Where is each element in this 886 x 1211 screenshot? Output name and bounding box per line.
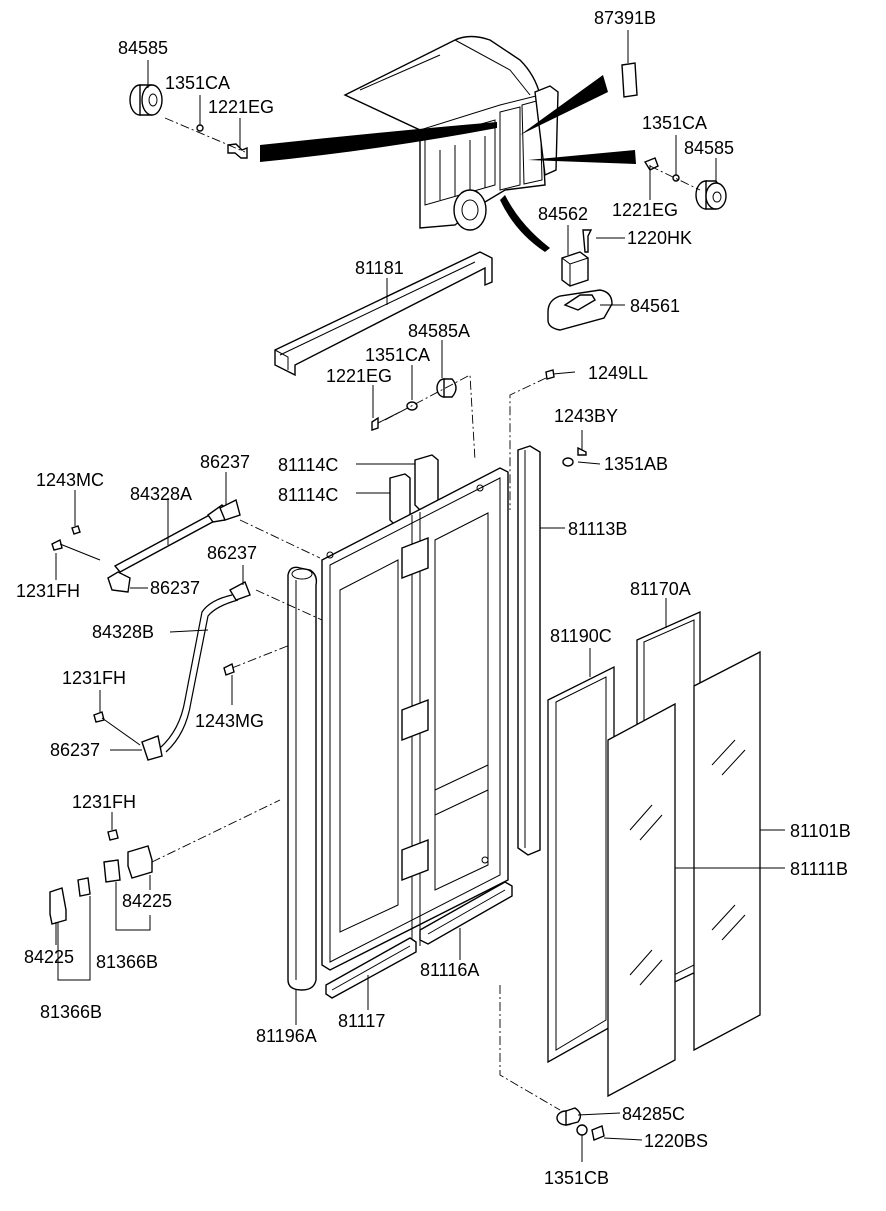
label-81114c-b: 81114C bbox=[278, 485, 338, 505]
label-81181: 81181 bbox=[355, 258, 404, 278]
label-84585a: 84585A bbox=[408, 321, 470, 341]
screws-right bbox=[509, 369, 587, 510]
label-1231fh-a: 1231FH bbox=[16, 581, 80, 601]
seal-81113b bbox=[517, 445, 541, 856]
bumper-84285c bbox=[556, 1107, 605, 1141]
label-84225-a: 84225 bbox=[122, 891, 172, 911]
edge-81196a bbox=[287, 566, 318, 991]
leader-wedges bbox=[260, 75, 636, 252]
label-86237-a: 86237 bbox=[200, 452, 250, 472]
label-86237-b: 86237 bbox=[207, 543, 257, 563]
label-1351ca-right: 1351CA bbox=[642, 113, 707, 133]
door-frame bbox=[321, 467, 509, 971]
label-84561: 84561 bbox=[630, 296, 680, 316]
sill-81117 bbox=[325, 937, 417, 999]
clips-84225 bbox=[49, 829, 153, 925]
label-84285c: 84285C bbox=[622, 1104, 685, 1124]
label-81196a: 81196A bbox=[256, 1026, 317, 1046]
sill-81116a bbox=[419, 881, 513, 945]
label-1243mg: 1243MG bbox=[195, 711, 264, 731]
label-1351ca-top: 1351CA bbox=[165, 73, 230, 93]
label-1351ca-mid: 1351CA bbox=[365, 345, 430, 365]
label-84225-b: 84225 bbox=[24, 947, 74, 967]
label-81366b-a: 81366B bbox=[96, 952, 158, 972]
label-84562: 84562 bbox=[538, 204, 588, 224]
label-1351ab: 1351AB bbox=[604, 454, 668, 474]
label-81170a: 81170A bbox=[630, 579, 691, 599]
rail-81181 bbox=[274, 251, 493, 377]
label-81190c: 81190C bbox=[550, 626, 612, 646]
label-1220hk: 1220HK bbox=[627, 228, 692, 248]
label-81113b: 81113B bbox=[568, 519, 627, 539]
label-81116a: 81116A bbox=[420, 960, 479, 980]
label-84328b: 84328B bbox=[92, 622, 154, 642]
label-1351cb: 1351CB bbox=[544, 1168, 609, 1188]
bumper-84585a bbox=[371, 374, 476, 461]
glass-81101b bbox=[693, 650, 761, 1052]
dashed-guides bbox=[151, 519, 561, 1111]
label-1220bs: 1220BS bbox=[644, 1131, 708, 1151]
label-1243by: 1243BY bbox=[554, 406, 618, 426]
part-labels: 84585 1351CA 1221EG 87391B 1351CA 84585 … bbox=[16, 8, 851, 1188]
label-1249ll: 1249LL bbox=[588, 363, 648, 383]
label-87391b: 87391B bbox=[594, 8, 656, 28]
glass-81111b bbox=[607, 702, 676, 1098]
label-84585-right: 84585 bbox=[684, 138, 734, 158]
label-81114c-a: 81114C bbox=[278, 455, 338, 475]
label-86237-d: 86237 bbox=[50, 740, 100, 760]
label-84585-top: 84585 bbox=[118, 38, 168, 58]
label-86237-c: 86237 bbox=[150, 578, 200, 598]
label-1221eg-mid: 1221EG bbox=[326, 366, 392, 386]
label-81111b: 81111B bbox=[790, 859, 848, 879]
label-1231fh-b: 1231FH bbox=[62, 668, 126, 688]
bumper-84585-top bbox=[129, 84, 248, 159]
label-1221eg-top: 1221EG bbox=[208, 97, 274, 117]
glass-81190c bbox=[547, 665, 615, 1064]
label-1231fh-c: 1231FH bbox=[72, 792, 136, 812]
label-81117: 81117 bbox=[338, 1011, 385, 1031]
label-81101b: 81101B bbox=[790, 821, 851, 841]
label-87391b-sticker bbox=[621, 62, 638, 98]
label-81366b-b: 81366B bbox=[40, 1002, 102, 1022]
leader-lines bbox=[55, 30, 785, 1162]
label-84328a: 84328A bbox=[130, 484, 192, 504]
rod-assembly-84328b bbox=[93, 581, 251, 761]
stop-84561-84562 bbox=[547, 229, 613, 331]
post-81114c bbox=[389, 454, 439, 526]
label-1221eg-right: 1221EG bbox=[612, 200, 678, 220]
label-1243mc: 1243MC bbox=[36, 470, 104, 490]
bumper-84585-right bbox=[643, 157, 727, 210]
